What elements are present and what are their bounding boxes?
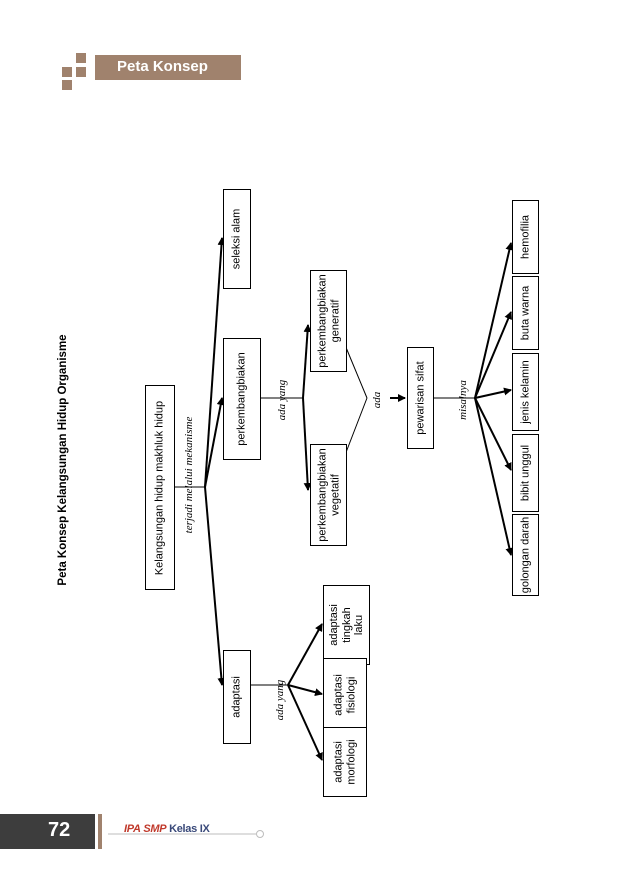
book-title-kelas: Kelas IX bbox=[169, 823, 210, 835]
node-adaptasi-label: adaptasi bbox=[230, 676, 243, 718]
node-bibit-unggul-label: bibit unggul bbox=[519, 444, 532, 502]
node-perkembangbiakan: perkembangbiakan bbox=[223, 338, 261, 460]
label-ada: ada bbox=[370, 385, 384, 415]
node-root: Kelangsungan hidup makhluk hidup bbox=[145, 385, 175, 590]
node-pewarisan-sifat: pewarisan sifat bbox=[407, 347, 434, 449]
node-root-label: Kelangsungan hidup makhluk hidup bbox=[153, 400, 166, 575]
node-golongan-darah-label: golongan darah bbox=[519, 516, 532, 594]
book-title-ipa: IPA bbox=[124, 823, 141, 835]
node-jenis-kelamin-label: jenis kelamin bbox=[519, 360, 532, 424]
node-adaptasi-tingkah-laku-label: adaptasi tingkah laku bbox=[327, 604, 365, 646]
node-hemofilia-label: hemofilia bbox=[519, 214, 532, 260]
node-bibit-unggul: bibit unggul bbox=[512, 434, 539, 512]
book-title-smp: SMP bbox=[143, 823, 167, 835]
label-ada-yang-1: ada yang bbox=[275, 370, 289, 430]
node-buta-warna: buta warna bbox=[512, 276, 539, 350]
section-title: Peta Konsep bbox=[117, 58, 208, 75]
label-terjadi: terjadi melalui mekanisme bbox=[182, 400, 196, 550]
page-number-block: 72 bbox=[0, 814, 95, 849]
section-banner: Peta Konsep bbox=[95, 55, 241, 80]
node-adaptasi-morfologi-label: adaptasi morfologi bbox=[332, 739, 357, 785]
node-jenis-kelamin: jenis kelamin bbox=[512, 353, 539, 431]
decor-square bbox=[76, 53, 86, 63]
node-adaptasi-tingkah-laku: adaptasi tingkah laku bbox=[323, 585, 370, 665]
page-number: 72 bbox=[48, 819, 71, 841]
label-misalnya-text: misalnya bbox=[457, 380, 469, 420]
node-perkembangbiakan-label: perkembangbiakan bbox=[235, 352, 248, 446]
label-ada-yang-2-text: ada yang bbox=[274, 679, 286, 721]
edge-adaptasi bbox=[204, 486, 226, 686]
node-adaptasi-morfologi: adaptasi morfologi bbox=[323, 727, 367, 797]
label-ada-text: ada bbox=[371, 391, 383, 409]
footer-accent-bar bbox=[98, 814, 102, 849]
decor-square bbox=[62, 67, 72, 77]
edge-seleksi bbox=[204, 237, 226, 488]
label-ada-yang-1-text: ada yang bbox=[276, 379, 288, 421]
book-title: IPA SMP Kelas IX bbox=[124, 823, 210, 835]
node-hemofilia: hemofilia bbox=[512, 200, 539, 274]
node-golongan-darah: golongan darah bbox=[512, 514, 539, 596]
node-generatif-label: perkembangbiakan generatif bbox=[315, 274, 341, 368]
decor-square bbox=[76, 67, 86, 77]
node-adaptasi: adaptasi bbox=[223, 650, 251, 744]
label-misalnya: misalnya bbox=[456, 370, 470, 430]
edge-perkembangbiakan bbox=[204, 397, 225, 488]
node-generatif: perkembangbiakan generatif bbox=[310, 270, 347, 372]
decor-square bbox=[62, 80, 72, 90]
node-buta-warna-label: buta warna bbox=[519, 285, 532, 341]
footer-rule bbox=[108, 830, 264, 838]
node-adaptasi-fisiologi-label: adaptasi fisiologi bbox=[332, 674, 357, 716]
label-terjadi-text: terjadi melalui mekanisme bbox=[183, 416, 195, 534]
node-seleksi-alam-label: seleksi alam bbox=[230, 208, 243, 270]
node-pewarisan-sifat-label: pewarisan sifat bbox=[414, 361, 427, 435]
node-seleksi-alam: seleksi alam bbox=[223, 189, 251, 289]
label-ada-yang-2: ada yang bbox=[273, 670, 287, 730]
node-vegetatif: perkembangbiakan vegetatif bbox=[310, 444, 347, 546]
node-adaptasi-fisiologi: adaptasi fisiologi bbox=[323, 658, 367, 732]
node-vegetatif-label: perkembangbiakan vegetatif bbox=[315, 448, 341, 542]
